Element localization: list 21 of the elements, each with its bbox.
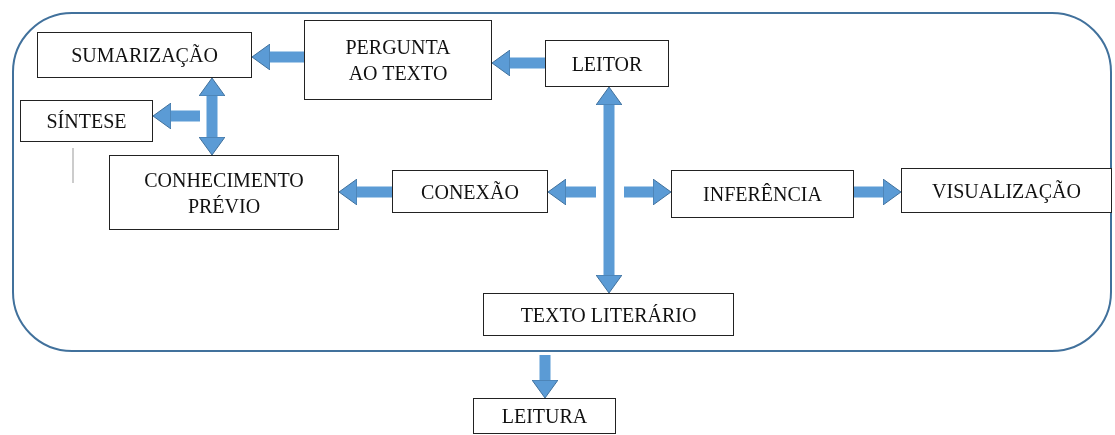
block-arrow: [152, 102, 200, 130]
block-arrow: [251, 43, 304, 71]
block-arrow: [338, 178, 392, 206]
block-arrow: [531, 355, 559, 399]
concept-box: PERGUNTA AO TEXTO: [304, 20, 492, 100]
group-frame: [12, 12, 1112, 352]
concept-box: TEXTO LITERÁRIO: [483, 293, 734, 336]
concept-box: LEITURA: [473, 398, 616, 434]
concept-box: VISUALIZAÇÃO: [901, 168, 1112, 213]
concept-box: SÍNTESE: [20, 100, 153, 142]
block-arrow: [854, 178, 902, 206]
concept-box: CONHECIMENTO PRÉVIO: [109, 155, 339, 230]
concept-box: SUMARIZAÇÃO: [37, 32, 252, 78]
concept-box: CONEXÃO: [392, 170, 548, 213]
concept-box: LEITOR: [545, 40, 669, 87]
block-arrow: [595, 86, 623, 294]
block-arrow: [491, 49, 545, 77]
block-arrow: [624, 178, 672, 206]
block-arrow: [547, 178, 596, 206]
block-arrow: [198, 77, 226, 156]
concept-box: INFERÊNCIA: [671, 170, 854, 218]
